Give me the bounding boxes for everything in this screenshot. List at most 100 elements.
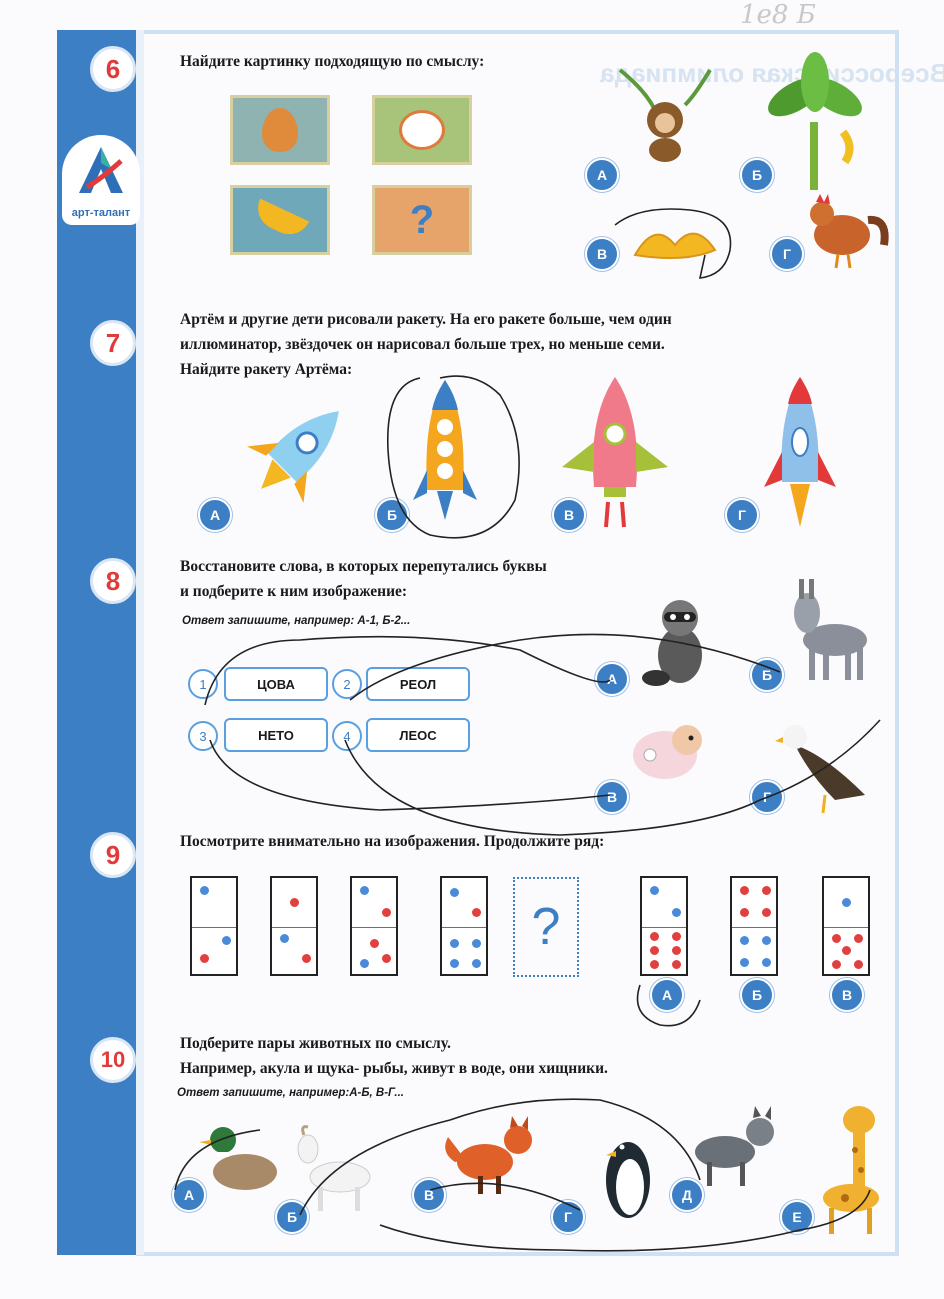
domino-tile-5	[640, 876, 688, 976]
rocket-a-picture	[235, 390, 365, 510]
domino-dot	[832, 934, 841, 943]
frame-top	[136, 30, 896, 34]
question-number-7: 7	[90, 320, 136, 366]
question-10-text: Подберите пары животных по смыслу. Напри…	[180, 1032, 608, 1082]
domino-dot	[382, 954, 391, 963]
q7-option-b[interactable]: Б	[375, 498, 409, 532]
circle-q7-answer	[386, 375, 520, 539]
q9-option-b[interactable]: Б	[740, 978, 774, 1012]
q9-option-a[interactable]: А	[650, 978, 684, 1012]
q7-option-a[interactable]: А	[198, 498, 232, 532]
domino-tile-3	[350, 876, 398, 976]
question-7-text: Артём и другие дети рисовали ракету. На …	[180, 308, 672, 382]
domino-divider	[192, 927, 236, 928]
question-7-line-2: иллюминатор, звёздочек он нарисовал боль…	[180, 335, 665, 353]
question-9-text: Посмотрите внимательно на изображения. П…	[180, 833, 605, 850]
logo: арт-талант	[62, 135, 140, 225]
circle-q9-answer	[636, 984, 701, 1027]
question-8-text: Восстановите слова, в которых перепутали…	[180, 555, 547, 605]
question-number-8: 8	[90, 558, 136, 604]
domino-divider	[824, 927, 868, 928]
domino-dot	[740, 936, 749, 945]
domino-divider	[272, 927, 316, 928]
domino-dot	[450, 959, 459, 968]
logo-text: арт-талант	[71, 207, 131, 219]
q10-option-b[interactable]: Б	[275, 1200, 309, 1234]
domino-dot	[472, 939, 481, 948]
domino-divider	[732, 927, 776, 928]
question-number-9: 9	[90, 832, 136, 878]
domino-dot	[382, 908, 391, 917]
scrambled-word-1: ЦОВА	[224, 667, 328, 701]
fox-picture	[440, 1112, 540, 1197]
domino-dot	[672, 946, 681, 955]
question-number-6: 6	[90, 46, 136, 92]
question-10-hint: Ответ запишите, например:А-Б, В-Г...	[177, 1087, 404, 1099]
question-10-line-1: Подберите пары животных по смыслу.	[180, 1035, 451, 1052]
scrambled-word-4: ЛЕОС	[366, 718, 470, 752]
wolf-picture	[685, 1100, 780, 1190]
raccoon-picture	[640, 590, 720, 690]
frame-right	[895, 30, 899, 1255]
domino-tile-1	[190, 876, 238, 976]
circle-q6-answer	[614, 208, 732, 279]
rocket-b-picture	[405, 375, 485, 525]
q6-option-a[interactable]: А	[585, 158, 619, 192]
q6-option-b[interactable]: Б	[740, 158, 774, 192]
q9-option-v[interactable]: В	[830, 978, 864, 1012]
card-broken-egg	[372, 95, 472, 165]
domino-dot	[472, 959, 481, 968]
frame-bottom	[136, 1252, 899, 1256]
domino-dot	[740, 908, 749, 917]
logo-mark-icon	[79, 147, 123, 193]
q10-option-a[interactable]: А	[172, 1178, 206, 1212]
question-6-text: Найдите картинку подходящую по смыслу:	[180, 53, 485, 70]
domino-dot	[450, 939, 459, 948]
domino-dot	[650, 886, 659, 895]
hen-picture	[800, 190, 890, 270]
domino-dot	[854, 934, 863, 943]
egg-icon	[262, 108, 298, 152]
domino-tile-2	[270, 876, 318, 976]
domino-dot	[650, 932, 659, 941]
question-10-line-2: Например, акула и щука- рыбы, живут в во…	[180, 1059, 608, 1077]
q6-option-g[interactable]: Г	[770, 237, 804, 271]
domino-dot	[280, 934, 289, 943]
domino-dot	[290, 898, 299, 907]
domino-dot	[200, 886, 209, 895]
question-7-line-1: Артём и другие дети рисовали ракету. На …	[180, 311, 672, 328]
card-banana	[230, 185, 330, 255]
line-q10-c	[429, 1182, 581, 1211]
domino-dot	[222, 936, 231, 945]
domino-dot	[740, 958, 749, 967]
goat-picture	[290, 1125, 380, 1215]
q10-option-v[interactable]: В	[412, 1178, 446, 1212]
domino-dot	[740, 886, 749, 895]
q8-option-g[interactable]: Г	[750, 780, 784, 814]
domino-divider	[442, 927, 486, 928]
q6-option-v[interactable]: В	[585, 237, 619, 271]
domino-divider	[352, 927, 396, 928]
domino-dot	[672, 932, 681, 941]
line-q10-b	[299, 1098, 701, 1216]
giraffe-picture	[815, 1100, 895, 1235]
word-number-1: 1	[188, 669, 218, 699]
domino-dot	[450, 888, 459, 897]
card-question: ?	[372, 185, 472, 255]
domino-divider	[642, 927, 686, 928]
word-number-3: 3	[188, 721, 218, 751]
line-q8-a	[204, 635, 611, 706]
penguin-picture	[598, 1125, 658, 1225]
domino-dot	[360, 959, 369, 968]
banana-tree-picture	[765, 52, 865, 192]
scrambled-word-3: НЕТО	[224, 718, 328, 752]
q8-option-a[interactable]: А	[595, 662, 629, 696]
q7-option-v[interactable]: В	[552, 498, 586, 532]
q10-option-g[interactable]: Г	[551, 1200, 585, 1234]
domino-dot	[672, 960, 681, 969]
domino-dot	[762, 886, 771, 895]
domino-dot	[360, 886, 369, 895]
q10-option-d[interactable]: Д	[670, 1178, 704, 1212]
q7-option-g[interactable]: Г	[725, 498, 759, 532]
